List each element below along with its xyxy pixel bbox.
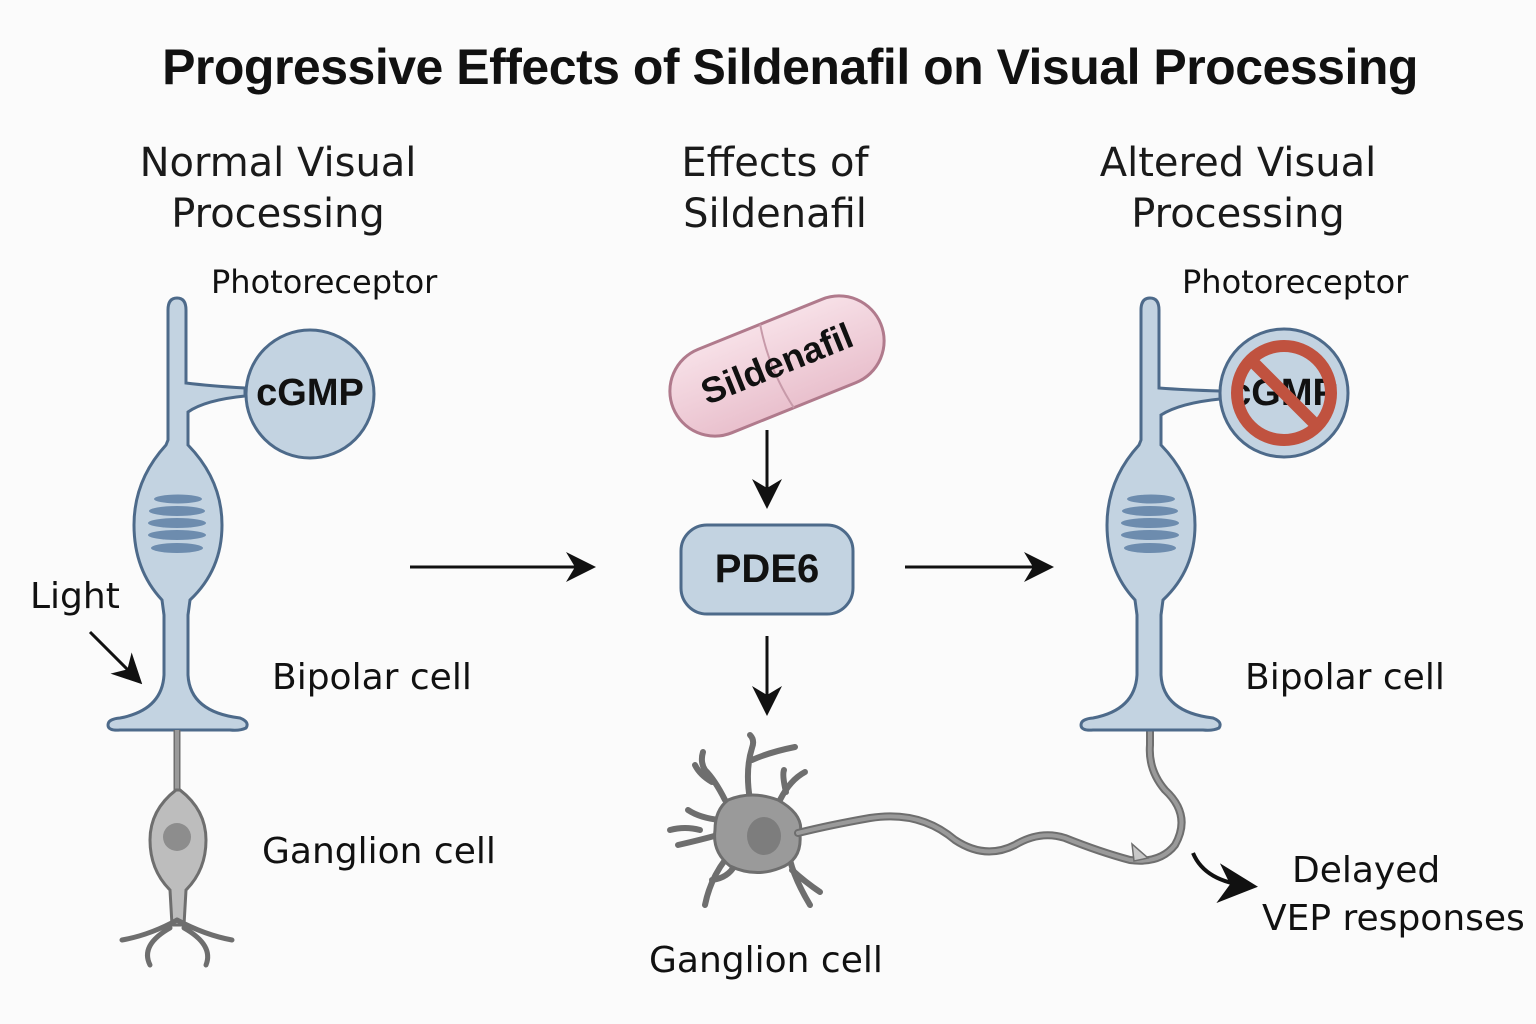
pde6-box: [679, 523, 855, 616]
middle-heading-line2: Sildenafil: [683, 191, 867, 237]
left-heading-line1: Normal Visual: [139, 140, 417, 186]
delayed-vep-arrow: [1191, 852, 1258, 904]
pde6-label: PDE6: [714, 547, 820, 591]
left-photoreceptor-label: Photoreceptor: [211, 263, 438, 301]
delayed-label: Delayed: [1292, 850, 1441, 891]
left-ganglion-cell: [119, 730, 235, 968]
sildenafil-pill: [668, 294, 886, 438]
left-disc-stack: [148, 494, 206, 553]
light-label: Light: [30, 576, 120, 617]
right-bipolar-label: Bipolar cell: [1245, 657, 1445, 698]
right-column-heading: Altered Visual Processing: [1058, 138, 1418, 240]
page-title: Progressive Effects of Sildenafil on Vis…: [162, 39, 1418, 95]
left-ganglion-label: Ganglion cell: [262, 831, 496, 872]
left-cgmp-label: cGMP: [256, 372, 364, 414]
middle-ganglion-label: Ganglion cell: [649, 940, 883, 981]
right-heading-line2: Processing: [1131, 191, 1345, 237]
vep-responses-label: VEP responses: [1262, 898, 1525, 939]
left-photoreceptor-cell: [106, 296, 376, 732]
left-column-heading: Normal Visual Processing: [98, 138, 458, 240]
right-photoreceptor-label: Photoreceptor: [1182, 263, 1409, 301]
right-heading-line1: Altered Visual: [1099, 140, 1377, 186]
left-bipolar-label: Bipolar cell: [272, 657, 472, 698]
right-disc-stack: [1121, 494, 1179, 553]
middle-column-heading: Effects of Sildenafil: [595, 138, 955, 240]
prohibited-icon: [1231, 340, 1337, 446]
middle-heading-line1: Effects of: [681, 140, 869, 186]
middle-ganglion-cell: [667, 724, 1186, 908]
left-cgmp-circle: [244, 328, 376, 460]
left-heading-line2: Processing: [171, 191, 385, 237]
light-arrow: [88, 630, 143, 685]
